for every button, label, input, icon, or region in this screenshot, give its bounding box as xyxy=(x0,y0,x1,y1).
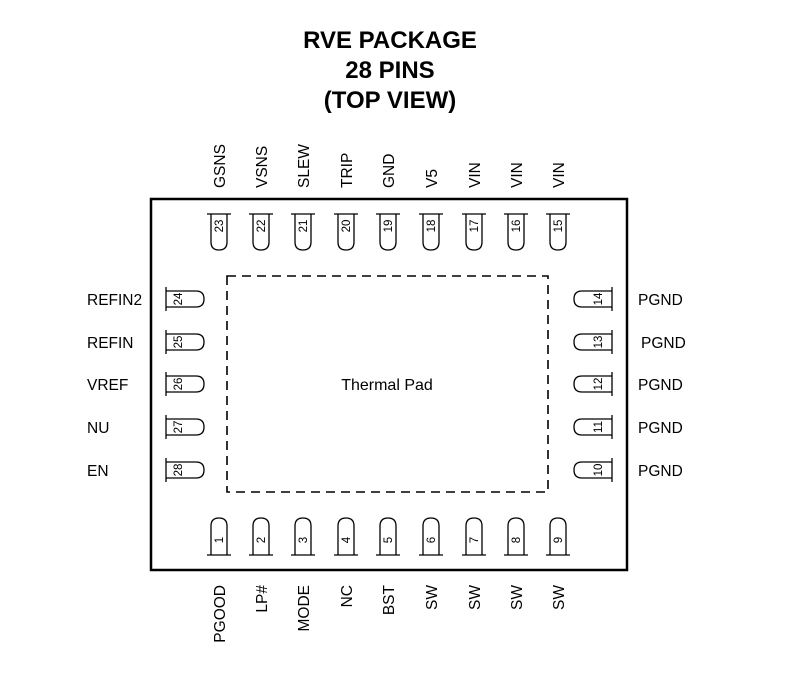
pin-number: 28 xyxy=(173,464,185,477)
pin-number: 18 xyxy=(426,220,438,233)
pin-28-pad xyxy=(166,461,205,479)
pin-5-pad xyxy=(379,517,397,555)
pin-number: 26 xyxy=(173,378,185,391)
pin-name: GND xyxy=(381,154,398,188)
pin-number: 17 xyxy=(469,220,481,233)
pin-name: REFIN2 xyxy=(87,292,142,309)
pin-4-pad xyxy=(337,517,355,555)
pin-name: VREF xyxy=(87,377,128,394)
pin-number: 1 xyxy=(214,537,226,543)
pin-name: VIN xyxy=(509,162,526,188)
pin-10-pad xyxy=(573,461,612,479)
pin-name: PGND xyxy=(638,377,683,394)
pin-name: VIN xyxy=(551,162,568,188)
pin-20-pad xyxy=(337,214,355,251)
pin-number: 10 xyxy=(593,464,605,477)
pin-24-pad xyxy=(166,290,205,308)
package-outline xyxy=(149,197,629,572)
pin-number: 13 xyxy=(593,336,605,349)
pin-number: 14 xyxy=(593,292,605,305)
pin-name: EN xyxy=(87,463,109,480)
title-line-2: 28 PINS xyxy=(345,57,434,84)
pin-name: BST xyxy=(381,584,398,615)
pin-number: 23 xyxy=(214,220,226,233)
pin-13-pad xyxy=(573,333,612,351)
pin-19-pad xyxy=(379,214,397,251)
pin-name: NC xyxy=(339,585,356,607)
pin-name: PGND xyxy=(638,420,683,437)
pin-name: PGND xyxy=(641,335,686,352)
pin-number: 11 xyxy=(593,421,605,433)
pin-15-pad xyxy=(549,214,567,251)
pin-2-pad xyxy=(252,517,270,555)
pin-number: 22 xyxy=(256,220,268,233)
pin-name: VSNS xyxy=(254,146,271,188)
pin-number: 4 xyxy=(341,536,353,543)
pin-name: PGND xyxy=(638,463,683,480)
pin-number: 21 xyxy=(298,220,310,233)
pin-number: 25 xyxy=(173,336,185,349)
pin-number: 7 xyxy=(469,537,481,543)
pin-number: 2 xyxy=(256,537,268,543)
pin-21-pad xyxy=(294,214,312,251)
pin-8-pad xyxy=(507,517,525,555)
pin-7-pad xyxy=(465,517,483,555)
title-line-3: (TOP VIEW) xyxy=(324,87,456,114)
pin-9-pad xyxy=(549,517,567,555)
pin-name: REFIN xyxy=(87,335,134,352)
pin-18-pad xyxy=(422,214,440,251)
pin-number: 5 xyxy=(383,537,395,543)
pin-3-pad xyxy=(294,517,312,555)
pin-22-pad xyxy=(252,214,270,251)
pin-17-pad xyxy=(465,214,483,251)
pin-name: TRIP xyxy=(339,153,356,188)
pin-number: 27 xyxy=(173,421,185,434)
pin-name: SLEW xyxy=(296,144,313,188)
pin-23-pad xyxy=(210,214,228,251)
pin-number: 9 xyxy=(553,537,565,543)
pin-number: 6 xyxy=(426,537,438,543)
pin-name: GSNS xyxy=(212,144,229,188)
pin-12-pad xyxy=(573,375,612,393)
pin-16-pad xyxy=(507,214,525,251)
pin-number: 24 xyxy=(173,292,185,305)
pin-number: 8 xyxy=(511,537,523,543)
thermal-pad-label: Thermal Pad xyxy=(341,377,433,394)
pin-name: SW xyxy=(467,585,484,610)
pin-11-pad xyxy=(573,418,612,436)
pin-name: SW xyxy=(551,585,568,610)
pin-number: 12 xyxy=(593,378,605,391)
pin-1-pad xyxy=(210,517,228,555)
pin-name: VIN xyxy=(467,162,484,188)
pin-name: PGND xyxy=(638,292,683,309)
pin-name: V5 xyxy=(424,169,441,188)
pin-number: 3 xyxy=(298,537,310,543)
pin-14-pad xyxy=(573,290,612,308)
pin-25-pad xyxy=(166,333,205,351)
pin-name: NU xyxy=(87,420,109,437)
pin-number: 19 xyxy=(383,220,395,233)
pin-27-pad xyxy=(166,418,205,436)
pin-name: MODE xyxy=(296,585,313,632)
thermal-pad xyxy=(226,275,549,493)
pin-name: PGOOD xyxy=(212,585,229,643)
pin-name: SW xyxy=(424,585,441,610)
pin-name: LP# xyxy=(254,585,271,613)
pin-number: 16 xyxy=(511,220,523,233)
pin-6-pad xyxy=(422,517,440,555)
pin-26-pad xyxy=(166,375,205,393)
pin-number: 20 xyxy=(341,220,353,233)
pin-number: 15 xyxy=(553,220,565,233)
title-line-1: RVE PACKAGE xyxy=(303,27,477,54)
pin-name: SW xyxy=(509,585,526,610)
